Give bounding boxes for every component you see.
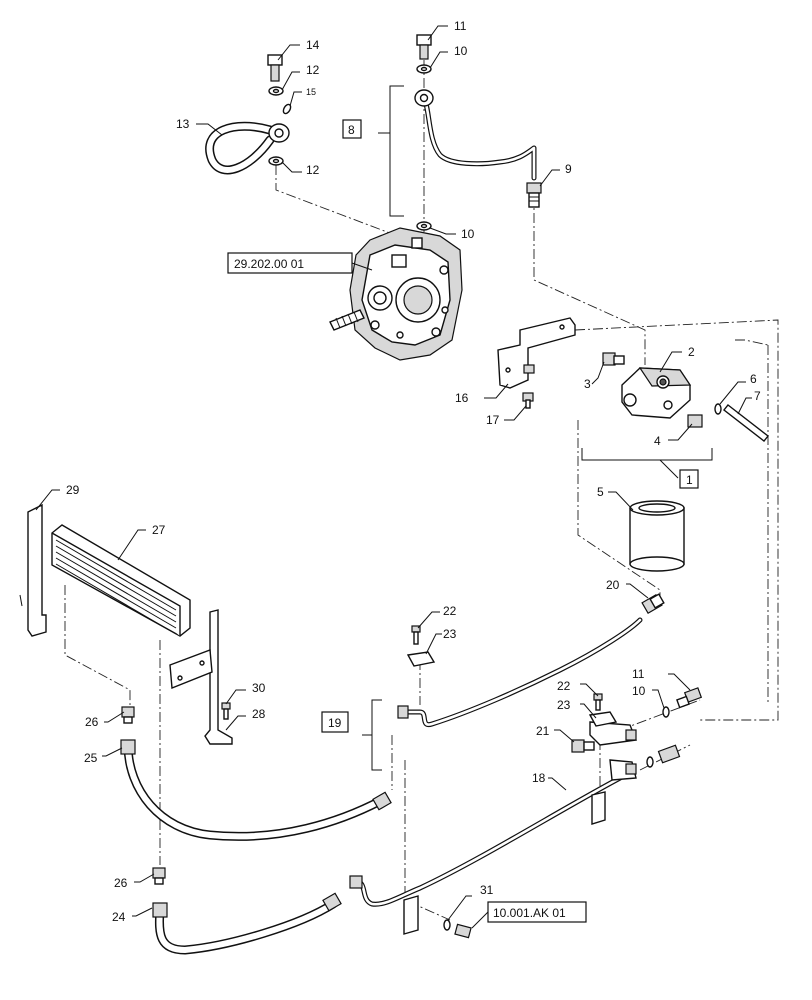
bolt-22-upper bbox=[411, 625, 421, 645]
fitting-26-upper bbox=[121, 706, 135, 724]
hose-25 bbox=[120, 739, 392, 841]
callout-17: 17 bbox=[486, 413, 500, 427]
callout-21: 21 bbox=[536, 724, 550, 738]
bolt-14 bbox=[267, 54, 283, 82]
callouts: 14 12 15 13 12 11 10 9 10 8 29.202.00 01 bbox=[35, 19, 761, 929]
clip-23-lower bbox=[588, 711, 618, 727]
bolt-11-lower bbox=[676, 687, 703, 709]
washer-10-top bbox=[416, 64, 432, 74]
bolt-21 bbox=[571, 739, 595, 753]
callout-13: 13 bbox=[176, 117, 190, 131]
washer-6 bbox=[714, 403, 722, 415]
callout-7: 7 bbox=[754, 389, 761, 403]
callout-3: 3 bbox=[584, 377, 591, 391]
group-bracket-8 bbox=[378, 85, 404, 217]
callout-6: 6 bbox=[750, 372, 757, 386]
center-lines bbox=[64, 60, 779, 921]
callout-31: 31 bbox=[480, 883, 494, 897]
ref-bracket: 10.001.AK 01 bbox=[493, 906, 566, 920]
filter-head-2 bbox=[621, 367, 692, 419]
callout-22-lower: 22 bbox=[557, 679, 571, 693]
group-bracket-1 bbox=[581, 448, 713, 479]
callout-10-top: 10 bbox=[454, 44, 468, 58]
callout-23-lower: 23 bbox=[557, 698, 571, 712]
tube-assembly-19 bbox=[397, 617, 643, 728]
callout-22-upper: 22 bbox=[443, 604, 457, 618]
tube-clips bbox=[589, 721, 637, 781]
fitting-9 bbox=[526, 182, 542, 208]
callout-5: 5 bbox=[597, 485, 604, 499]
callout-25: 25 bbox=[84, 751, 98, 765]
callout-16: 16 bbox=[455, 391, 469, 405]
ref-transmission: 29.202.00 01 bbox=[234, 257, 304, 271]
bracket-29 bbox=[19, 503, 47, 637]
fitting-lower-right bbox=[646, 744, 681, 768]
callout-11-lower: 11 bbox=[632, 667, 645, 681]
bracket-16 bbox=[497, 317, 576, 389]
callout-19: 19 bbox=[328, 716, 342, 730]
washer-10-lower-right bbox=[662, 706, 670, 718]
fitting-26-lower bbox=[152, 867, 166, 885]
callout-23-upper: 23 bbox=[443, 627, 457, 641]
callout-29: 29 bbox=[66, 483, 80, 497]
washer-12-bottom bbox=[268, 156, 284, 166]
callout-24: 24 bbox=[112, 910, 126, 924]
bolt-22-lower bbox=[593, 693, 603, 711]
bolt-31 bbox=[454, 923, 472, 939]
callout-4: 4 bbox=[654, 434, 661, 448]
hose-24 bbox=[152, 892, 342, 955]
callout-27: 27 bbox=[152, 523, 166, 537]
callout-10-lower-right: 10 bbox=[632, 684, 646, 698]
callout-10-lower: 10 bbox=[461, 227, 475, 241]
callout-12-bottom: 12 bbox=[306, 163, 320, 177]
bolt-30 bbox=[221, 702, 231, 720]
callout-11-top: 11 bbox=[454, 19, 467, 33]
transmission bbox=[349, 227, 463, 361]
bracket-31-mount bbox=[403, 895, 419, 935]
callout-30: 30 bbox=[252, 681, 266, 695]
bracket-lower-right bbox=[591, 791, 606, 825]
callout-1: 1 bbox=[686, 473, 693, 487]
fitting-4 bbox=[687, 414, 703, 428]
callout-26-upper: 26 bbox=[85, 715, 99, 729]
washer-10-lower bbox=[416, 221, 432, 231]
bolt-17 bbox=[522, 392, 534, 409]
bracket-28 bbox=[169, 609, 233, 745]
callout-15: 15 bbox=[306, 87, 316, 97]
callout-8: 8 bbox=[348, 123, 355, 137]
oil-cooler-27 bbox=[51, 524, 191, 637]
callout-box-19 bbox=[321, 711, 349, 733]
oring-15 bbox=[282, 103, 292, 115]
plug-3 bbox=[602, 352, 625, 366]
tube-assembly-18 bbox=[349, 775, 623, 907]
callout-14: 14 bbox=[306, 38, 320, 52]
group-bracket-19 bbox=[362, 699, 382, 771]
callout-2: 2 bbox=[688, 345, 695, 359]
callout-18: 18 bbox=[532, 771, 546, 785]
fitting-20 bbox=[641, 593, 665, 615]
washer-31 bbox=[443, 919, 451, 931]
callout-20: 20 bbox=[606, 578, 620, 592]
callout-9: 9 bbox=[565, 162, 572, 176]
callout-box-8 bbox=[342, 119, 362, 139]
hose-loop-assembly bbox=[205, 121, 290, 175]
callout-box-1 bbox=[679, 469, 699, 489]
callout-26-lower: 26 bbox=[114, 876, 128, 890]
filter-5 bbox=[629, 500, 685, 572]
input-shaft bbox=[329, 309, 365, 331]
bolt-11-top bbox=[416, 34, 432, 60]
bolt-7 bbox=[723, 404, 769, 442]
callout-12-top: 12 bbox=[306, 63, 320, 77]
bolt-17b bbox=[523, 364, 535, 374]
callout-28: 28 bbox=[252, 707, 266, 721]
tube-assembly-8 bbox=[414, 89, 537, 181]
clip-23-upper bbox=[406, 651, 436, 667]
washer-12-top bbox=[268, 86, 284, 96]
